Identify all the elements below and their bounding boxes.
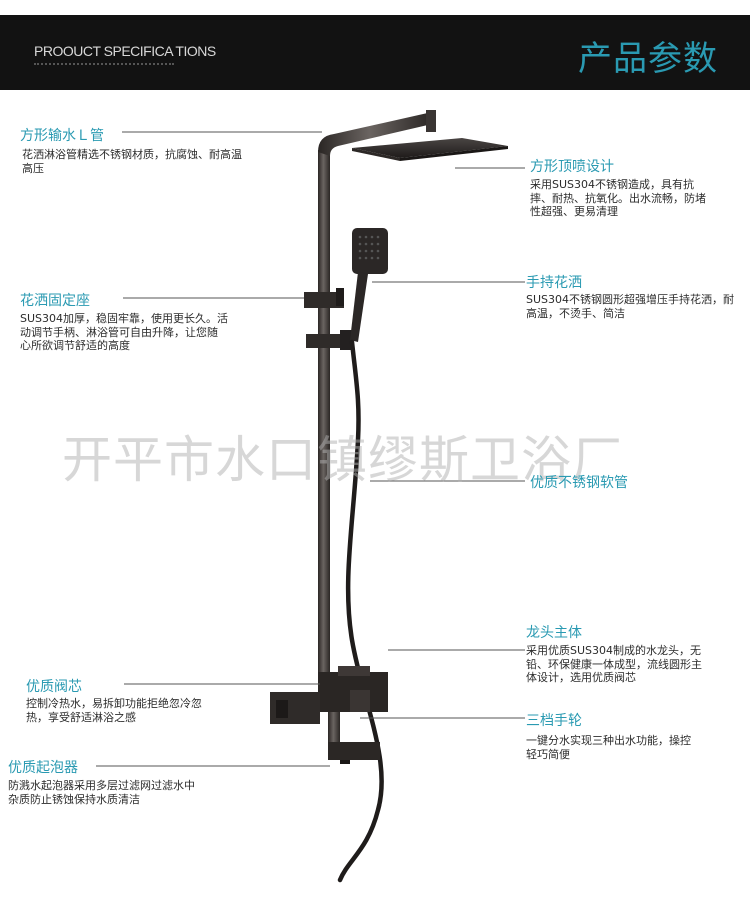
- stainless-hose: [337, 339, 384, 883]
- rain-shower-head: [352, 138, 508, 158]
- header-title-cn: 产品参数: [578, 39, 718, 79]
- header-title-en: PROOUCT SPECIFICA TIONS: [34, 43, 216, 59]
- feature-faucet-body-title: 龙头主体: [526, 625, 582, 641]
- feature-faucet-body-desc: 采用优质SUS304制成的水龙头，无铅、环保健康一体成型，流线圆形主体设计，选用…: [526, 644, 702, 684]
- feature-diverter-desc: 一键分水实现三种出水功能，操控轻巧简便: [526, 734, 691, 761]
- vertical-pipe: [318, 150, 330, 672]
- feature-handheld-desc: SUS304不锈钢圆形超强增压手持花洒，耐高温，不烫手、简洁: [526, 293, 735, 320]
- feature-valve-title: 优质阀芯: [26, 679, 82, 695]
- fixing-seat-upper: [304, 292, 344, 308]
- feature-top-shower-desc: 采用SUS304不锈钢造成，具有抗摔、耐热、抗氧化。出水流畅，防堵性超强、更易清…: [530, 178, 706, 218]
- feature-l-pipe-desc: 花洒淋浴管精选不锈钢材质，抗腐蚀、耐高温高压: [22, 148, 242, 175]
- feature-aerator-desc: 防溅水起泡器采用多层过滤网过滤水中杂质防止锈蚀保持水质清洁: [8, 779, 195, 806]
- feature-valve-desc: 控制冷热水，易拆卸功能拒绝忽冷忽热，享受舒适淋浴之感: [26, 697, 202, 724]
- handheld-shower-head: [352, 228, 388, 274]
- tub-spout: [328, 712, 340, 742]
- feature-hose-title: 优质不锈钢软管: [530, 475, 628, 491]
- header-divider: [34, 63, 174, 65]
- feature-fixing-seat-desc: SUS304加厚，稳固牢靠，使用更长久。活动调节手柄、淋浴管可自由升降，让您随心…: [20, 312, 229, 352]
- feature-fixing-seat-title: 花洒固定座: [20, 293, 90, 309]
- head-connector: [426, 110, 436, 132]
- diverter-handle: [350, 690, 370, 712]
- feature-handheld-title: 手持花洒: [526, 275, 582, 291]
- slide-bracket: [306, 334, 346, 348]
- top-arm: [318, 112, 432, 156]
- feature-aerator-title: 优质起泡器: [8, 760, 78, 776]
- feature-top-shower-title: 方形顶喷设计: [530, 159, 614, 175]
- handheld-handle: [350, 272, 368, 342]
- feature-l-pipe-title: 方形输水Ｌ管: [20, 128, 104, 144]
- header-bar: PROOUCT SPECIFICA TIONS 产品参数: [0, 15, 750, 90]
- factory-watermark: 开平市水口镇缪斯卫浴厂: [62, 431, 623, 489]
- feature-diverter-title: 三档手轮: [526, 713, 582, 729]
